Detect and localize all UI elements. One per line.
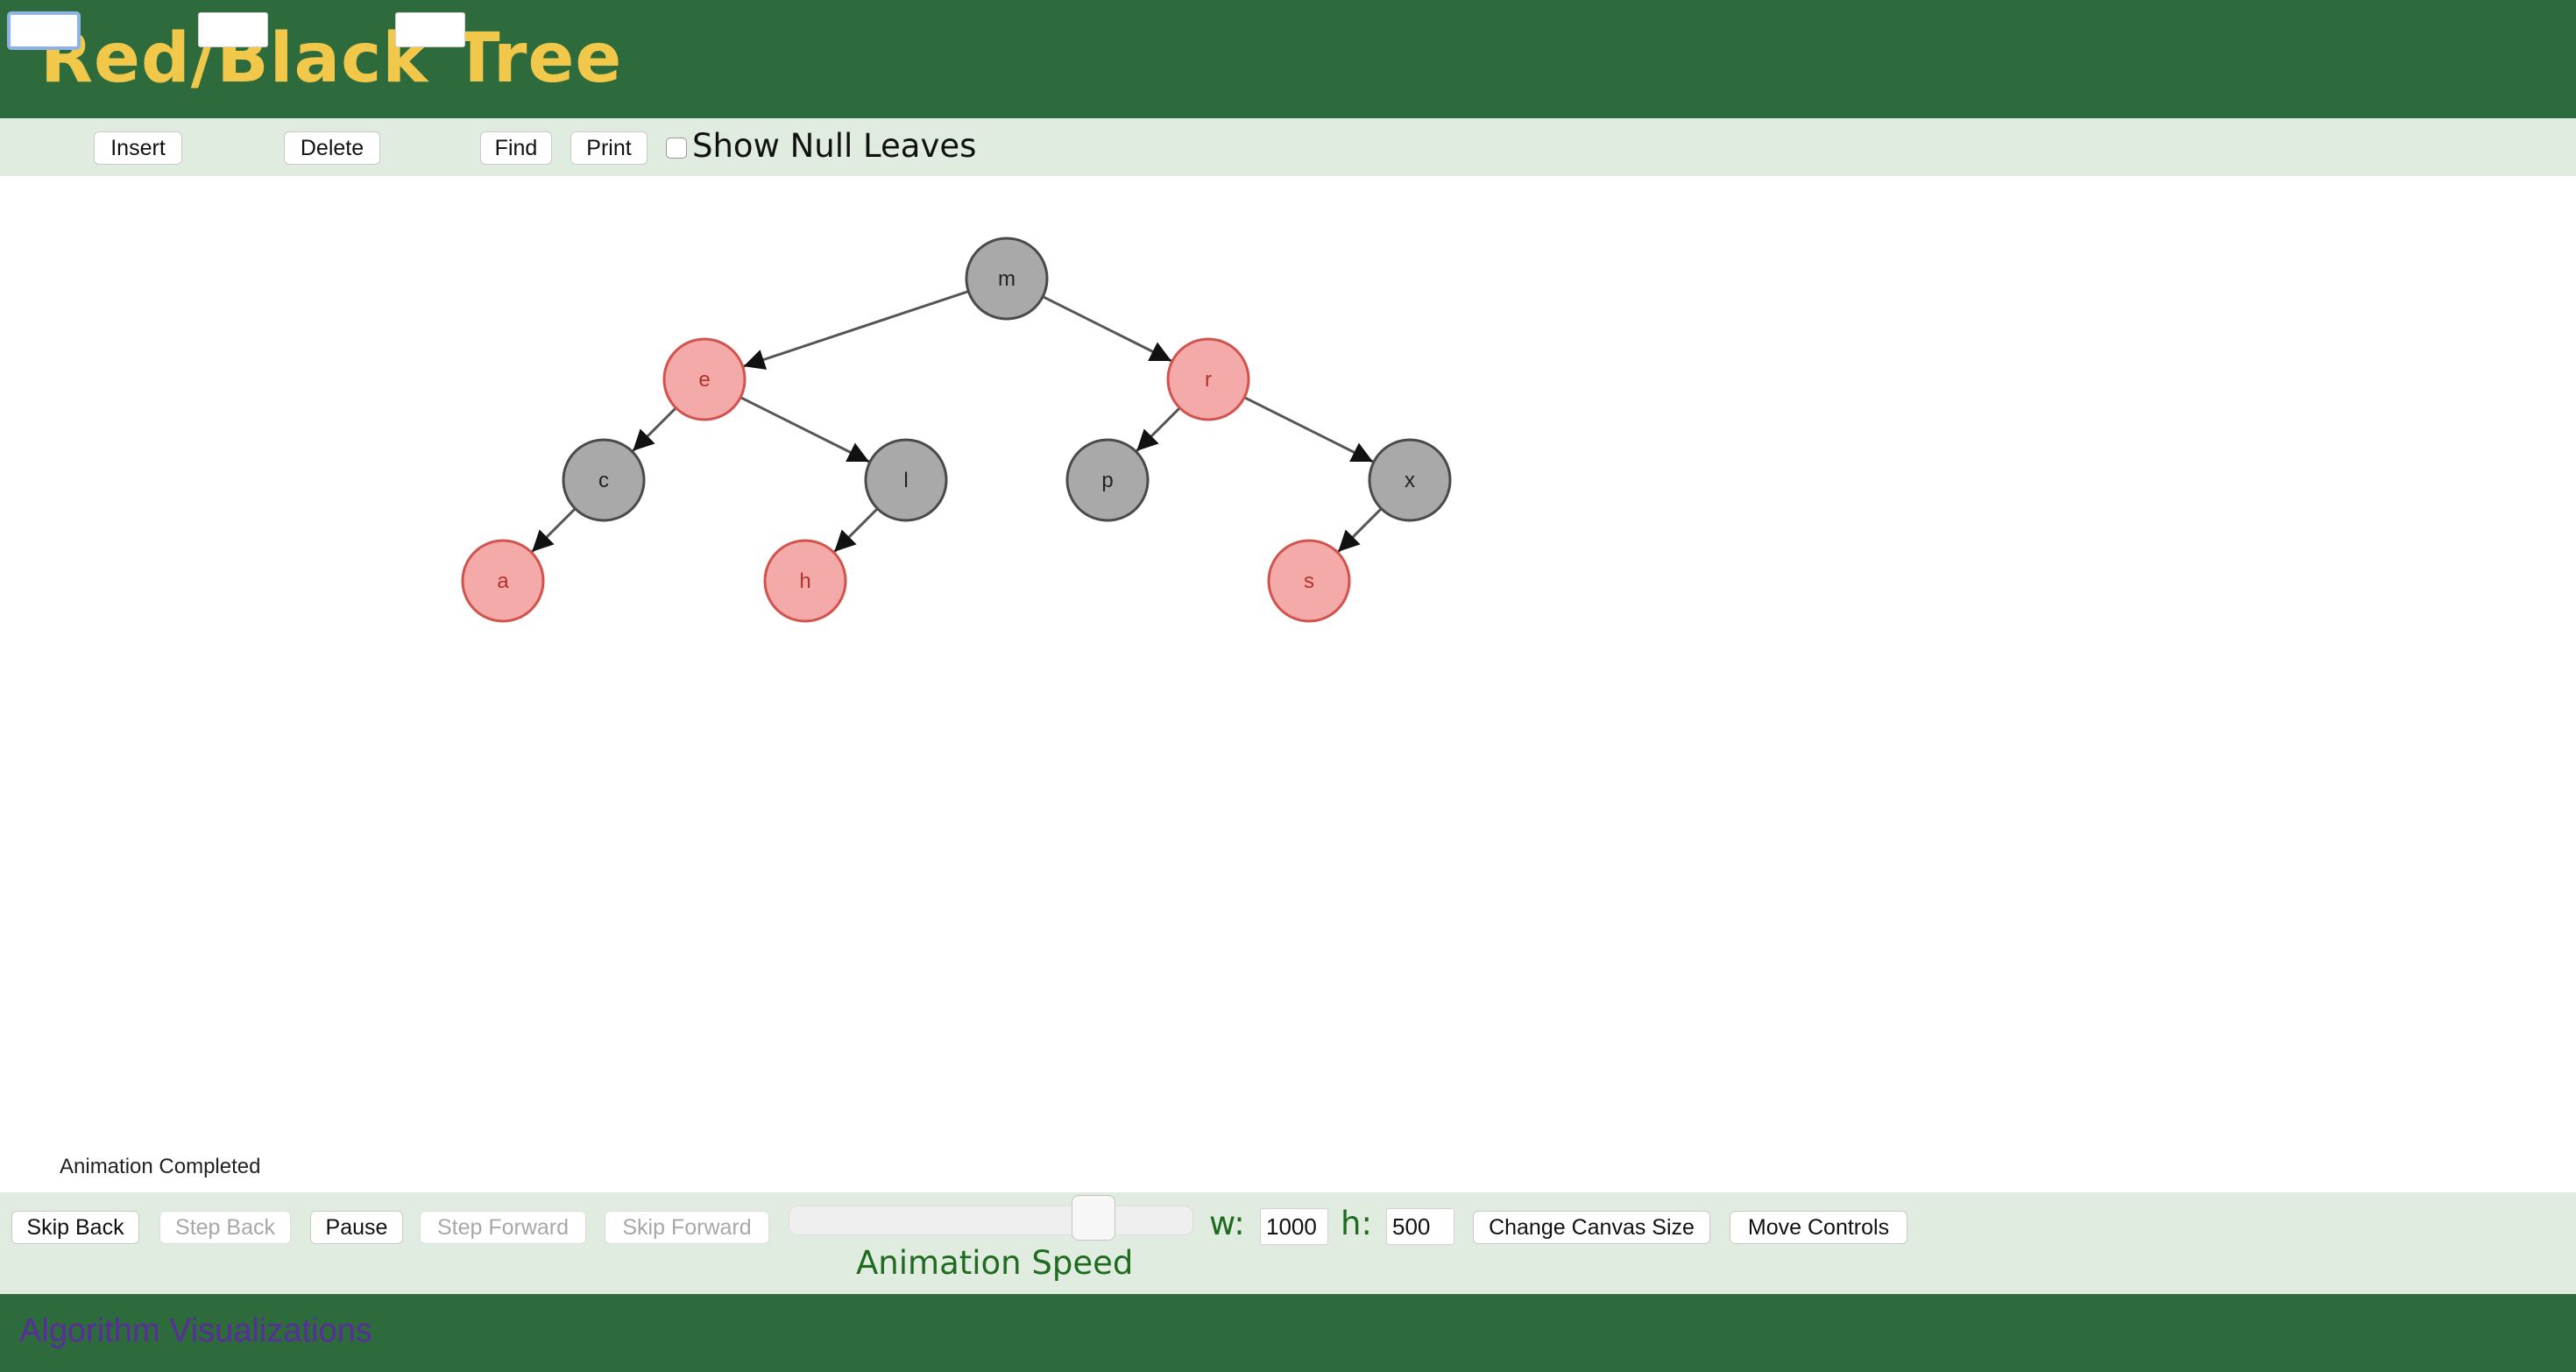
animation-speed-label: Animation Speed	[856, 1244, 1134, 1282]
tree-node-circle-e	[662, 337, 747, 421]
tree-node-label-s: s	[1304, 569, 1314, 593]
change-canvas-size-button[interactable]: Change Canvas Size	[1473, 1211, 1710, 1244]
tree-node-p: p	[1065, 438, 1150, 522]
tree-node-circle-h	[763, 539, 847, 623]
find-button[interactable]: Find	[480, 131, 552, 165]
tree-node-circle-r	[1166, 337, 1250, 421]
step-back-button[interactable]: Step Back	[159, 1211, 291, 1244]
pause-button[interactable]: Pause	[310, 1211, 403, 1244]
page-title: Red/Black Tree	[40, 19, 623, 98]
tree-node-label-p: p	[1101, 469, 1113, 492]
tree-node-label-h: h	[799, 569, 810, 593]
tree-edge-r-p	[1136, 407, 1181, 452]
tree-edge-l-h	[833, 507, 879, 553]
animation-speed-slider[interactable]	[789, 1206, 1193, 1235]
tree-node-circle-a	[461, 539, 545, 623]
animation-speed-thumb[interactable]	[1072, 1195, 1115, 1241]
canvas-width-input[interactable]	[1260, 1208, 1328, 1245]
tree-edge-r-x	[1243, 396, 1374, 463]
step-forward-button[interactable]: Step Forward	[420, 1211, 586, 1244]
tree-node-label-r: r	[1205, 368, 1212, 392]
tree-node-circle-p	[1065, 438, 1150, 522]
delete-input[interactable]	[198, 12, 268, 47]
tree-node-x: x	[1368, 438, 1452, 522]
canvas-height-label: h:	[1341, 1205, 1372, 1242]
show-null-leaves-label: Show Null Leaves	[692, 127, 977, 165]
tree-node-label-x: x	[1405, 469, 1415, 492]
tree-edge-e-l	[740, 396, 870, 463]
canvas-height-input[interactable]	[1386, 1208, 1454, 1245]
tree-edge-c-a	[531, 507, 577, 553]
tree-node-h: h	[763, 539, 847, 623]
animation-status: Animation Completed	[60, 1155, 261, 1178]
tree-node-label-l: l	[903, 469, 908, 492]
tree-node-s: s	[1267, 539, 1351, 623]
tree-nodes: m e r c l p x a h s	[461, 237, 1452, 623]
show-null-leaves-checkbox[interactable]	[666, 138, 687, 159]
tree-node-r: r	[1166, 337, 1250, 421]
tree-node-label-a: a	[497, 569, 509, 593]
tree-edge-x-s	[1337, 507, 1383, 553]
insert-button[interactable]: Insert	[94, 131, 182, 165]
tree-edge-m-r	[1042, 295, 1172, 363]
tree-node-circle-x	[1368, 438, 1452, 522]
canvas-width-label: w:	[1209, 1205, 1245, 1242]
tree-node-circle-l	[864, 438, 948, 522]
tree-node-label-c: c	[598, 469, 609, 492]
move-controls-button[interactable]: Move Controls	[1730, 1211, 1907, 1244]
tree-node-a: a	[461, 539, 545, 623]
tree-node-e: e	[662, 337, 747, 421]
tree-node-l: l	[864, 438, 948, 522]
find-input[interactable]	[395, 12, 465, 47]
algorithm-visualizations-link[interactable]: Algorithm Visualizations	[19, 1312, 372, 1349]
tree-node-label-m: m	[998, 267, 1016, 291]
skip-back-button[interactable]: Skip Back	[11, 1211, 139, 1244]
tree-node-m: m	[965, 237, 1049, 321]
tree-edges	[531, 290, 1383, 553]
tree-node-label-e: e	[698, 368, 710, 392]
tree-node-circle-m	[965, 237, 1049, 321]
delete-button[interactable]: Delete	[284, 131, 380, 165]
top-toolbar	[0, 118, 2576, 176]
footer-bar	[0, 1294, 2576, 1372]
insert-input[interactable]	[7, 11, 81, 50]
tree-node-c: c	[562, 438, 646, 522]
print-button[interactable]: Print	[570, 131, 648, 165]
tree-edge-m-e	[743, 290, 969, 370]
tree-node-circle-s	[1267, 539, 1351, 623]
tree-node-circle-c	[562, 438, 646, 522]
tree-edge-e-c	[632, 407, 677, 452]
skip-forward-button[interactable]: Skip Forward	[605, 1211, 769, 1244]
